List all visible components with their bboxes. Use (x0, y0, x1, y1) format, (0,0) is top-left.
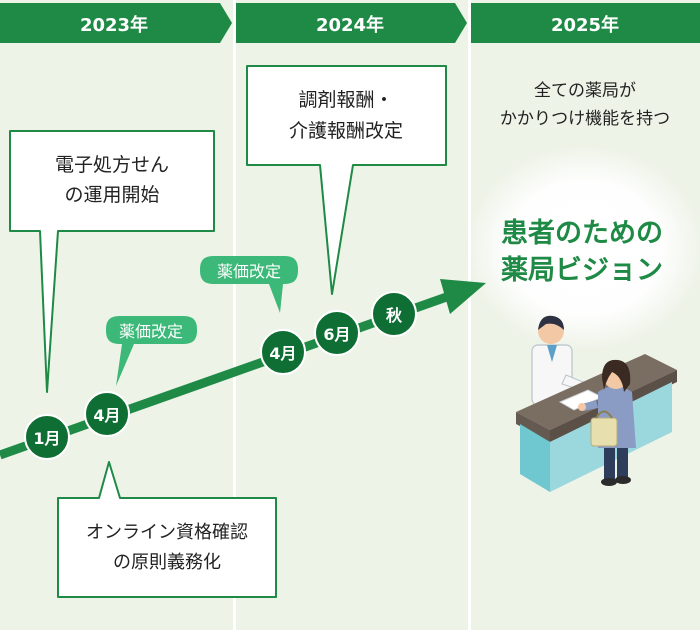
milestone-apr-2023 (84, 391, 130, 437)
callout-fee-revision-line2: 介護報酬改定 (289, 120, 403, 142)
callout-eprescription-line2: の運用開始 (64, 184, 159, 206)
milestone-apr-2024-label: 4月 (269, 344, 296, 363)
callout-fee-revision (246, 65, 447, 295)
tag-price-revision-2024-label: 薬価改定 (217, 262, 281, 281)
vision-title-line2: 薬局ビジョン (501, 255, 663, 286)
tag-price-revision-2024 (200, 256, 298, 313)
counter-top (516, 354, 677, 430)
patient-figure (578, 359, 636, 486)
year-header-2025 (471, 3, 700, 43)
milestone-jan-2023 (24, 414, 70, 460)
year-header-2023 (0, 3, 232, 43)
tag-price-revision-2023 (106, 316, 197, 386)
vision-glow (467, 146, 700, 350)
callout-eprescription (9, 130, 215, 393)
pharmacy-counter-illustration (516, 315, 677, 492)
milestone-jun-2024-label: 6月 (323, 325, 350, 344)
goal-lead-line2: かかりつけ機能を持つ (500, 109, 670, 129)
vision-title-line1: 患者のための (501, 218, 663, 249)
milestone-autumn-2024-label: 秋 (386, 306, 403, 325)
callout-online-eligibility-line2: の原則義務化 (113, 552, 221, 573)
year-label-2025: 2025年 (551, 14, 619, 36)
counter-body-front (520, 424, 550, 492)
milestone-apr-2024 (260, 329, 306, 375)
milestone-jan-2023-label: 1月 (33, 429, 60, 448)
year-label-2023: 2023年 (80, 14, 148, 36)
milestone-apr-2023-label: 4月 (93, 406, 120, 425)
year-label-2024: 2024年 (316, 14, 384, 36)
callout-fee-revision-line1: 調剤報酬・ (298, 89, 393, 111)
milestone-autumn-2024 (371, 291, 417, 337)
year-header-2024 (236, 3, 467, 43)
callout-online-eligibility-line1: オンライン資格確認 (86, 522, 248, 543)
goal-lead-line1: 全ての薬局が (534, 81, 636, 101)
timeline-arrow-head (440, 279, 486, 314)
tag-price-revision-2023-label: 薬価改定 (119, 322, 183, 341)
milestone-jun-2024 (314, 310, 360, 356)
callout-online-eligibility (57, 461, 277, 598)
counter-top-front (516, 412, 550, 442)
callout-eprescription-line1: 電子処方せん (55, 154, 169, 176)
